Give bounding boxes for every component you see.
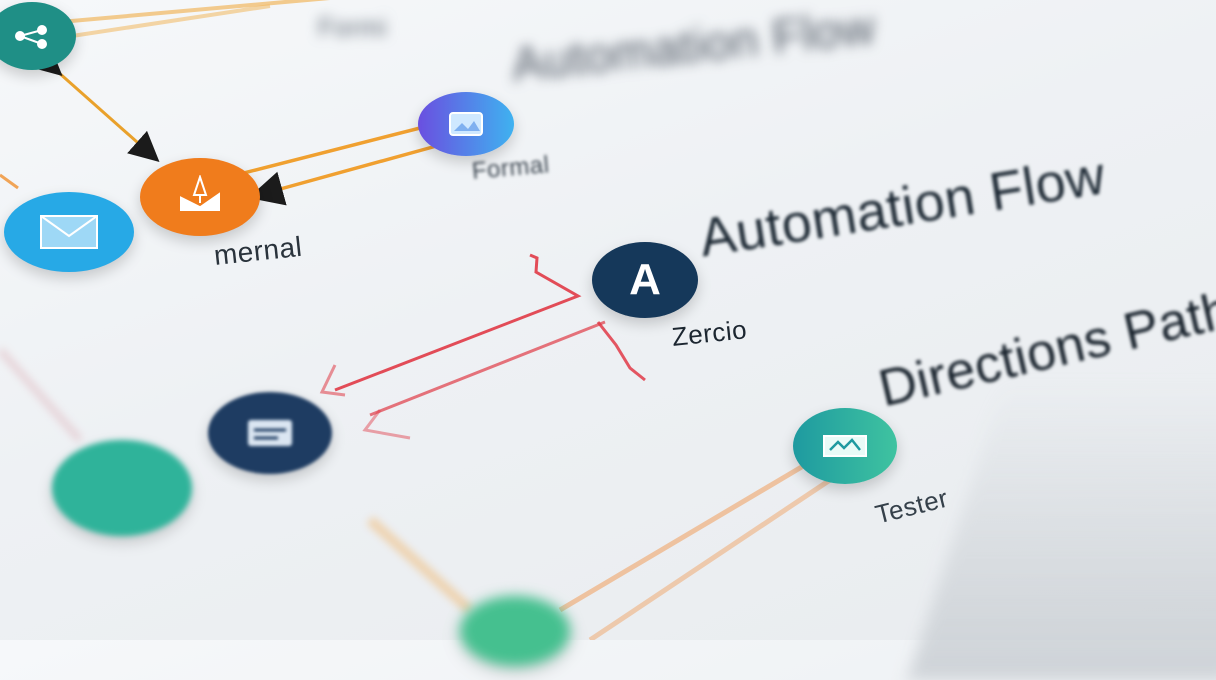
image-card-icon: [449, 112, 483, 136]
navy-node[interactable]: [208, 392, 332, 474]
top-left-caption: Formi: [318, 12, 387, 42]
connector-tester-1: [558, 459, 812, 613]
tester-node[interactable]: [793, 408, 897, 484]
email-node[interactable]: [4, 192, 134, 272]
connector-faded-2: [366, 516, 474, 614]
connector-red-bracket: [319, 253, 646, 440]
connector-top-1: [59, 0, 331, 24]
connector-faded-1: [0, 347, 83, 443]
inbox-icon: [248, 420, 292, 446]
green-node[interactable]: [52, 440, 192, 536]
connector-top-2: [71, 4, 271, 38]
document-pen-icon: [179, 175, 221, 211]
automation-node[interactable]: A: [592, 242, 698, 318]
connector-left-stub: [0, 173, 19, 190]
bottom-green-node[interactable]: [460, 596, 570, 666]
connector-tester-2: [588, 477, 832, 640]
connectors: [0, 0, 832, 640]
ticket-icon: [823, 435, 867, 457]
teal-node[interactable]: [0, 2, 76, 70]
connector-formal-orange-1: [231, 126, 421, 178]
envelope-icon: [40, 215, 98, 249]
automation-letter: A: [629, 255, 661, 304]
connector-formal-orange-2: [248, 143, 441, 206]
orange-node[interactable]: [140, 158, 260, 236]
formal-node[interactable]: [418, 92, 514, 156]
network-icon: [15, 25, 47, 49]
connector-teal-orange: [30, 44, 160, 162]
